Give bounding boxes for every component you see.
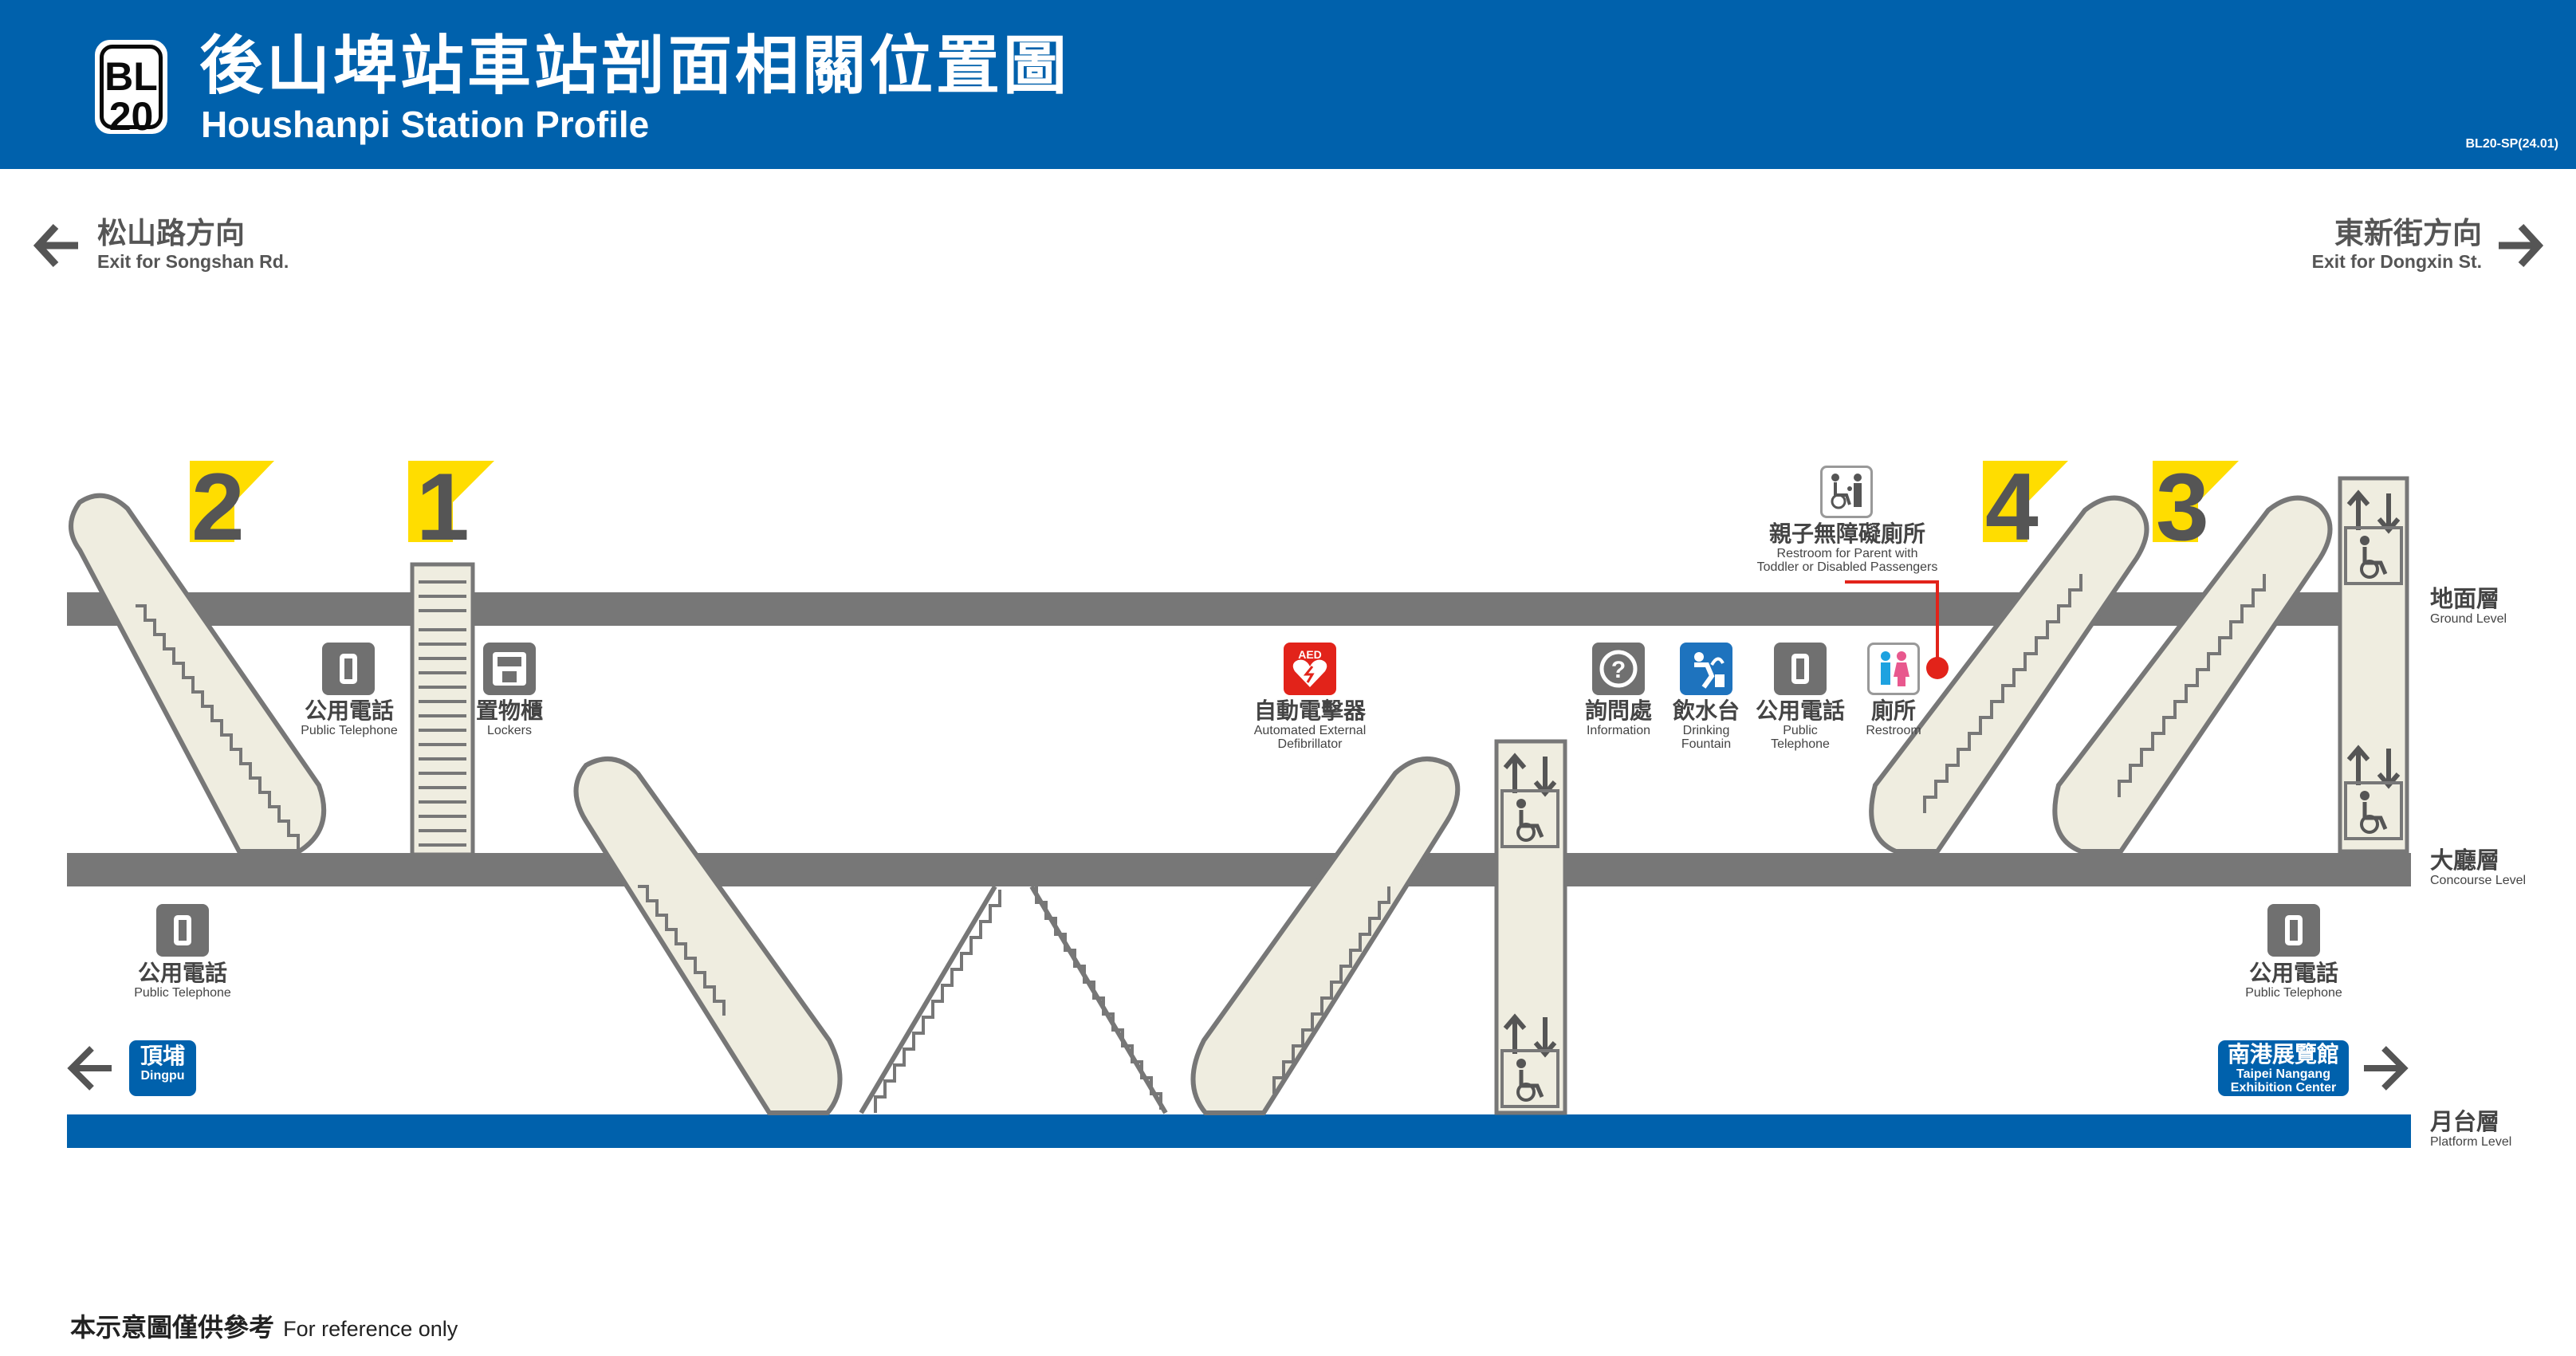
concourse-level-floor (67, 853, 2411, 886)
arrow-right-icon (2499, 223, 2544, 268)
level-label-platform: 月台層 Platform Level (2430, 1108, 2512, 1149)
telephone-icon (2267, 904, 2320, 957)
escalator-exit-3 (2052, 495, 2333, 854)
exit-direction-right: 東新街方向 Exit for Dongxin St. (2312, 217, 2482, 273)
locker-icon (483, 643, 536, 695)
label-restroom: 廁所 Restroom (1866, 698, 1921, 738)
label-public-telephone-3: 公用電話 Public Telephone (134, 960, 231, 1000)
label-public-telephone-4: 公用電話 Public Telephone (2245, 960, 2342, 1000)
label-public-telephone-2: 公用電話 Public Telephone (1755, 698, 1845, 752)
arrow-left-dingpu-icon (67, 1046, 112, 1091)
exit-flag-1 (408, 461, 494, 542)
exit-right-zh: 東新街方向 (2334, 216, 2482, 250)
exit-right-en: Exit for Dongxin St. (2311, 251, 2482, 272)
telephone-icon (322, 643, 375, 695)
destination-dingpu: 頂埔 Dingpu (129, 1040, 196, 1096)
label-lockers: 置物櫃 Lockers (475, 698, 543, 738)
label-public-telephone-1: 公用電話 Public Telephone (301, 698, 398, 738)
exit-number-4: 4 (1985, 454, 2039, 560)
telephone-icon (1774, 643, 1827, 695)
elevator-updown-icon (2344, 482, 2403, 541)
exit-direction-left: 松山路方向 Exit for Songshan Rd. (97, 217, 289, 273)
arrow-left-icon (33, 223, 78, 268)
elevator-updown-icon (1500, 745, 1559, 804)
aed-icon: AED (1284, 643, 1336, 695)
stairs-exit-1 (410, 562, 475, 857)
disclaimer-zh: 本示意圖僅供參考 (70, 1312, 275, 1342)
family-restroom-icon (1820, 466, 1873, 518)
elevator-updown-icon (2344, 737, 2403, 796)
drinking-fountain-icon (1680, 643, 1732, 695)
wheelchair-icon (1500, 1049, 1559, 1108)
exit-number-3: 3 (2156, 454, 2209, 560)
family-restroom-pointer (1845, 580, 1949, 679)
elevator-updown-icon (1500, 1006, 1559, 1065)
header-bar: BL 20 後山埤站車站剖面相關位置圖 Houshanpi Station Pr… (0, 0, 2576, 169)
svg-text:AED: AED (1298, 648, 1322, 661)
exit-number-1: 1 (416, 454, 470, 560)
document-code: BL20-SP(24.01) (2465, 137, 2559, 151)
label-drinking-fountain: 飲水台 Drinking Fountain (1672, 698, 1740, 752)
label-information: 詢問處 Information (1584, 698, 1652, 738)
level-label-concourse: 大廳層 Concourse Level (2430, 847, 2527, 887)
exit-number-2: 2 (191, 454, 245, 560)
page-title-en: Houshanpi Station Profile (201, 104, 650, 145)
page-title-zh: 後山埤站車站剖面相關位置圖 (199, 29, 1070, 103)
level-label-ground: 地面層 Ground Level (2430, 585, 2507, 626)
line-code-bottom: 20 (108, 94, 154, 139)
wheelchair-icon (2344, 526, 2403, 585)
disclaimer: 本示意圖僅供參考 For reference only (70, 1307, 458, 1344)
svg-text:?: ? (1611, 657, 1626, 683)
restroom-icon (1867, 643, 1920, 695)
arrow-right-nangang-icon (2364, 1046, 2409, 1091)
elevator-ground-concourse (2338, 476, 2409, 854)
platform-level-floor (67, 1114, 2411, 1148)
exit-flag-2 (190, 461, 274, 542)
label-aed: 自動電擊器 Automated External Defibrillator (1253, 698, 1367, 752)
wheelchair-icon (2344, 781, 2403, 840)
telephone-icon (156, 904, 209, 957)
line-code-badge: BL 20 (91, 36, 171, 138)
exit-flag-4 (1983, 461, 2068, 542)
line-code-top: BL (104, 54, 158, 99)
destination-nangang-exhibition-center: 南港展覽館 Taipei Nangang Exhibition Center (2218, 1040, 2349, 1096)
disclaimer-en: For reference only (283, 1317, 458, 1341)
escalator-concourse-platform-left (573, 757, 843, 1115)
wheelchair-icon (1500, 789, 1559, 848)
escalator-exit-4 (1869, 495, 2149, 854)
exit-flag-3 (2153, 461, 2239, 542)
exit-left-zh: 松山路方向 (97, 216, 245, 250)
information-icon: ? (1592, 643, 1645, 695)
escalator-exit-2 (69, 493, 327, 854)
stairs-concourse-platform-a (859, 885, 1001, 1114)
label-family-restroom: 親子無障礙廁所 Restroom for Parent with Toddler… (1756, 521, 1938, 575)
exit-left-en: Exit for Songshan Rd. (97, 251, 289, 272)
stairs-concourse-platform-b (1029, 885, 1168, 1114)
escalator-concourse-platform-right (1190, 757, 1461, 1115)
